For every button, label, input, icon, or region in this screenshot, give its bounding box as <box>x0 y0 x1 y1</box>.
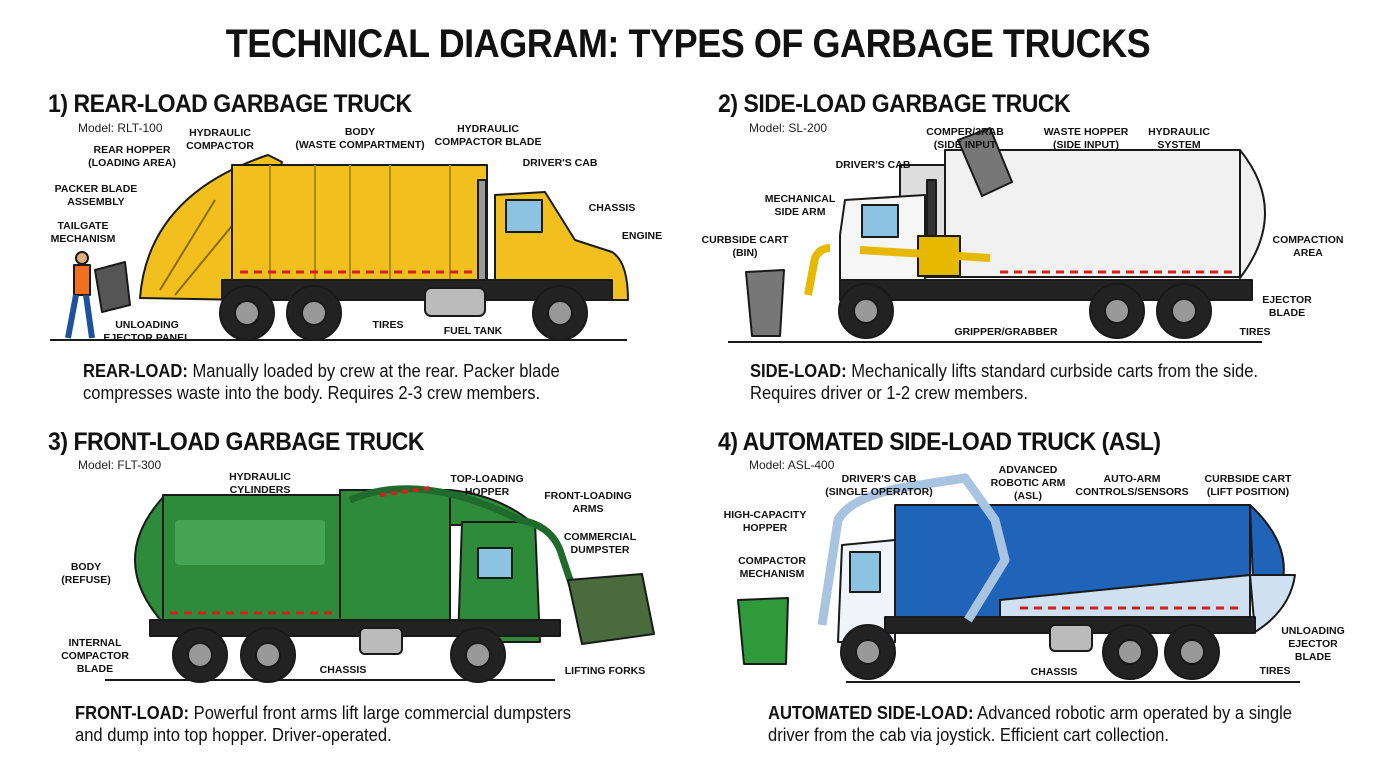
label-curbside-cart: CURBSIDE CART (LIFT POSITION) <box>1204 473 1292 498</box>
dumpster-icon <box>567 573 655 645</box>
panel-heading-front-load: 3) FRONT-LOAD GARBAGE TRUCK <box>48 428 425 456</box>
label-packer-blade: PACKER BLADE ASSEMBLY <box>54 183 138 208</box>
bin-icon <box>94 261 131 313</box>
label-ejector-panel: UNLOADING EJECTOR PANEL <box>103 319 191 344</box>
label-compaction-area: COMPACTION AREA <box>1272 234 1344 259</box>
model-label: Model: SL-200 <box>749 121 828 135</box>
tilted-cart-icon <box>957 127 1013 197</box>
label-drivers-cab: DRIVER'S CAB <box>522 157 598 169</box>
description-automated: AUTOMATED SIDE-LOAD: Advanced robotic ar… <box>768 703 1292 745</box>
label-high-capacity-hopper: HIGH-CAPACITY HOPPER <box>723 509 807 534</box>
label-drivers-cab: DRIVER'S CAB (SINGLE OPERATOR) <box>825 473 933 498</box>
automated-side-load-truck-illustration <box>737 473 1300 683</box>
label-commercial-dumpster: COMMERCIAL DUMPSTER <box>563 531 637 556</box>
label-top-loading-hopper: TOP-LOADING HOPPER <box>450 473 524 498</box>
description-side-load: SIDE-LOAD: Mechanically lifts standard c… <box>750 361 1259 403</box>
description-front-load: FRONT-LOAD: Powerful front arms lift lar… <box>75 703 571 745</box>
label-curbside-cart: CURBSIDE CART (BIN) <box>701 234 789 259</box>
rear-load-truck-illustration <box>50 154 629 341</box>
label-robotic-arm: ADVANCED ROBOTIC ARM (ASL) <box>990 464 1066 502</box>
label-chassis: CHASSIS <box>1030 666 1078 678</box>
label-internal-compactor: INTERNAL COMPACTOR BLADE <box>61 637 129 675</box>
curbside-cart-icon <box>745 269 785 337</box>
label-compactor-mechanism: COMPACTOR MECHANISM <box>738 555 806 580</box>
green-cart-icon <box>737 597 789 665</box>
side-load-truck-illustration <box>728 127 1266 343</box>
label-side-arm: MECHANICAL SIDE ARM <box>764 193 836 218</box>
front-load-truck-illustration <box>105 485 655 683</box>
label-tailgate: TAILGATE MECHANISM <box>50 220 116 245</box>
label-engine: ENGINE <box>621 230 663 242</box>
label-drivers-cab: DRIVER'S CAB <box>835 159 911 171</box>
model-label: Model: RLT-100 <box>78 121 163 135</box>
page-title: TECHNICAL DIAGRAM: TYPES OF GARBAGE TRUC… <box>225 22 1151 66</box>
label-fuel-tank: FUEL TANK <box>443 325 503 337</box>
label-front-loading-arms: FRONT-LOADING ARMS <box>544 490 632 515</box>
description-rear-load: REAR-LOAD: Manually loaded by crew at th… <box>83 361 560 403</box>
label-chassis: CHASSIS <box>588 202 636 214</box>
label-tires: TIRES <box>1259 665 1291 677</box>
label-tires: TIRES <box>372 319 404 331</box>
worker-icon <box>65 251 95 339</box>
label-gripper: GRIPPER/GRABBER <box>954 326 1058 338</box>
panel-heading-rear-load: 1) REAR-LOAD GARBAGE TRUCK <box>48 90 412 118</box>
label-comper-grab: COMPER/3RAB (SIDE INPUT <box>926 126 1004 151</box>
label-ejector-blade: UNLOADING EJECTOR BLADE <box>1281 625 1345 663</box>
label-body: BODY (WASTE COMPARTMENT) <box>295 126 425 151</box>
label-lifting-forks: LIFTING FORKS <box>564 665 646 677</box>
model-label: Model: FLT-300 <box>78 458 162 472</box>
label-compactor-blade: HYDRAULIC COMPACTOR BLADE <box>434 123 542 148</box>
label-tires: TIRES <box>1239 326 1271 338</box>
label-hydraulic-cylinders: HYDRAULIC CYLINDERS <box>229 471 291 496</box>
label-body-refuse: BODY (REFUSE) <box>61 561 111 586</box>
panel-heading-automated: 4) AUTOMATED SIDE-LOAD TRUCK (ASL) <box>718 428 1161 456</box>
label-auto-arm-controls: AUTO-ARM CONTROLS/SENSORS <box>1075 473 1189 498</box>
label-ejector-blade: EJECTOR BLADE <box>1262 294 1312 319</box>
label-hydraulic-compactor: HYDRAULIC COMPACTOR <box>186 127 254 152</box>
panel-heading-side-load: 2) SIDE-LOAD GARBAGE TRUCK <box>718 90 1071 118</box>
label-chassis: CHASSIS <box>319 664 367 676</box>
model-label: Model: ASL-400 <box>749 458 835 472</box>
label-waste-hopper: WASTE HOPPER (SIDE INPUT) <box>1043 126 1129 151</box>
label-hydraulic-system: HYDRAULIC SYSTEM <box>1148 126 1210 151</box>
label-rear-hopper: REAR HOPPER (LOADING AREA) <box>88 144 176 169</box>
